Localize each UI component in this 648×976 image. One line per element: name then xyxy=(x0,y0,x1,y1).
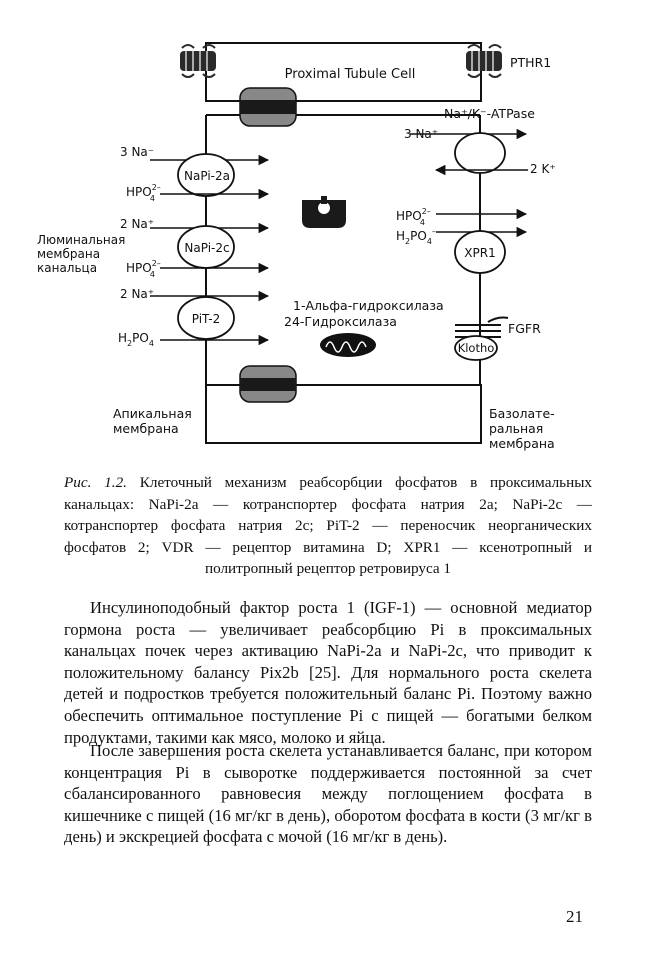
tight-junction-top-icon xyxy=(239,87,297,127)
label-hpo4-top: HPO2–4 xyxy=(126,183,161,203)
label-h2po4-right: H2PO4– xyxy=(396,227,436,246)
label-2k-right: 2 K⁺ xyxy=(530,162,556,176)
basolateral-label-1: Базолате- xyxy=(489,406,555,421)
label-3na-left: 3 Na⁻ xyxy=(120,145,154,159)
mitochondrion-icon xyxy=(320,333,376,357)
label-3na-right: 3 Na⁺ xyxy=(404,127,438,141)
pit2-transporter xyxy=(177,296,235,340)
fgfr-label: FGFR xyxy=(508,321,541,336)
top-cell-box xyxy=(205,42,482,102)
apical-label-1: Апикальная xyxy=(113,406,192,421)
page-number: 21 xyxy=(566,907,583,926)
label-h2po4-left: H2PO4 xyxy=(118,331,154,348)
phosphate-reabsorption-diagram: Proximal Tubule Cell PTHR1 3 Na⁻ NaPi-2a… xyxy=(37,42,556,451)
atpase-label: Na⁺/K⁻-ATPase xyxy=(444,106,535,121)
luminal-label-2: мембрана xyxy=(37,247,100,261)
luminal-label-3: канальца xyxy=(37,261,97,275)
napi2a-label: NaPi-2a xyxy=(184,169,230,183)
bottom-cell-box xyxy=(205,384,482,444)
basolateral-label-2: ральная xyxy=(489,421,543,436)
tight-junction-bottom-icon xyxy=(239,365,297,403)
label-2na-low: 2 Na⁺ xyxy=(120,287,154,301)
apical-label-2: мембрана xyxy=(113,421,179,436)
enzyme-label-2: 24-Гидроксилаза xyxy=(284,314,397,329)
enzyme-label-1: 1-Альфа-гидроксилаза xyxy=(293,298,444,313)
na-k-atpase-pump xyxy=(454,132,506,174)
body-paragraph-2: После завершения роста скелета устанавли… xyxy=(64,741,592,847)
body-paragraph-1: Инсулиноподобный фактор роста 1 (IGF-1) … xyxy=(64,598,592,747)
figure-caption: Рис. 1.2. Клеточный механизм реабсорбции… xyxy=(64,472,592,580)
luminal-label-1: Люминальная xyxy=(37,233,125,247)
vdr-icon xyxy=(302,196,346,228)
basolateral-label-3: мембрана xyxy=(489,436,555,451)
napi2c-label: NaPi-2c xyxy=(184,241,229,255)
label-2na-mid: 2 Na⁺ xyxy=(120,217,154,231)
xpr1-label: XPR1 xyxy=(464,246,495,260)
klotho-icon xyxy=(454,335,498,361)
label-hpo4-mid: HPO2–4 xyxy=(126,259,161,279)
xpr1-transporter xyxy=(454,230,506,274)
figure-caption-text: Клеточный механизм реабсорбции фосфатов … xyxy=(64,474,592,577)
klotho-label: Klotho xyxy=(458,341,495,355)
napi2a-transporter xyxy=(177,153,235,197)
pthr1-receptor-left-icon xyxy=(180,44,216,78)
pthr1-receptor-right-icon xyxy=(466,44,502,78)
figure-caption-label: Рис. 1.2. xyxy=(64,474,127,491)
label-hpo4-right: HPO2–4 xyxy=(396,207,431,227)
pit2-label: PiT-2 xyxy=(192,312,221,326)
pthr1-label: PTHR1 xyxy=(510,55,551,70)
cell-label: Proximal Tubule Cell xyxy=(285,67,416,82)
fgfr-receptor-icon xyxy=(455,316,509,338)
